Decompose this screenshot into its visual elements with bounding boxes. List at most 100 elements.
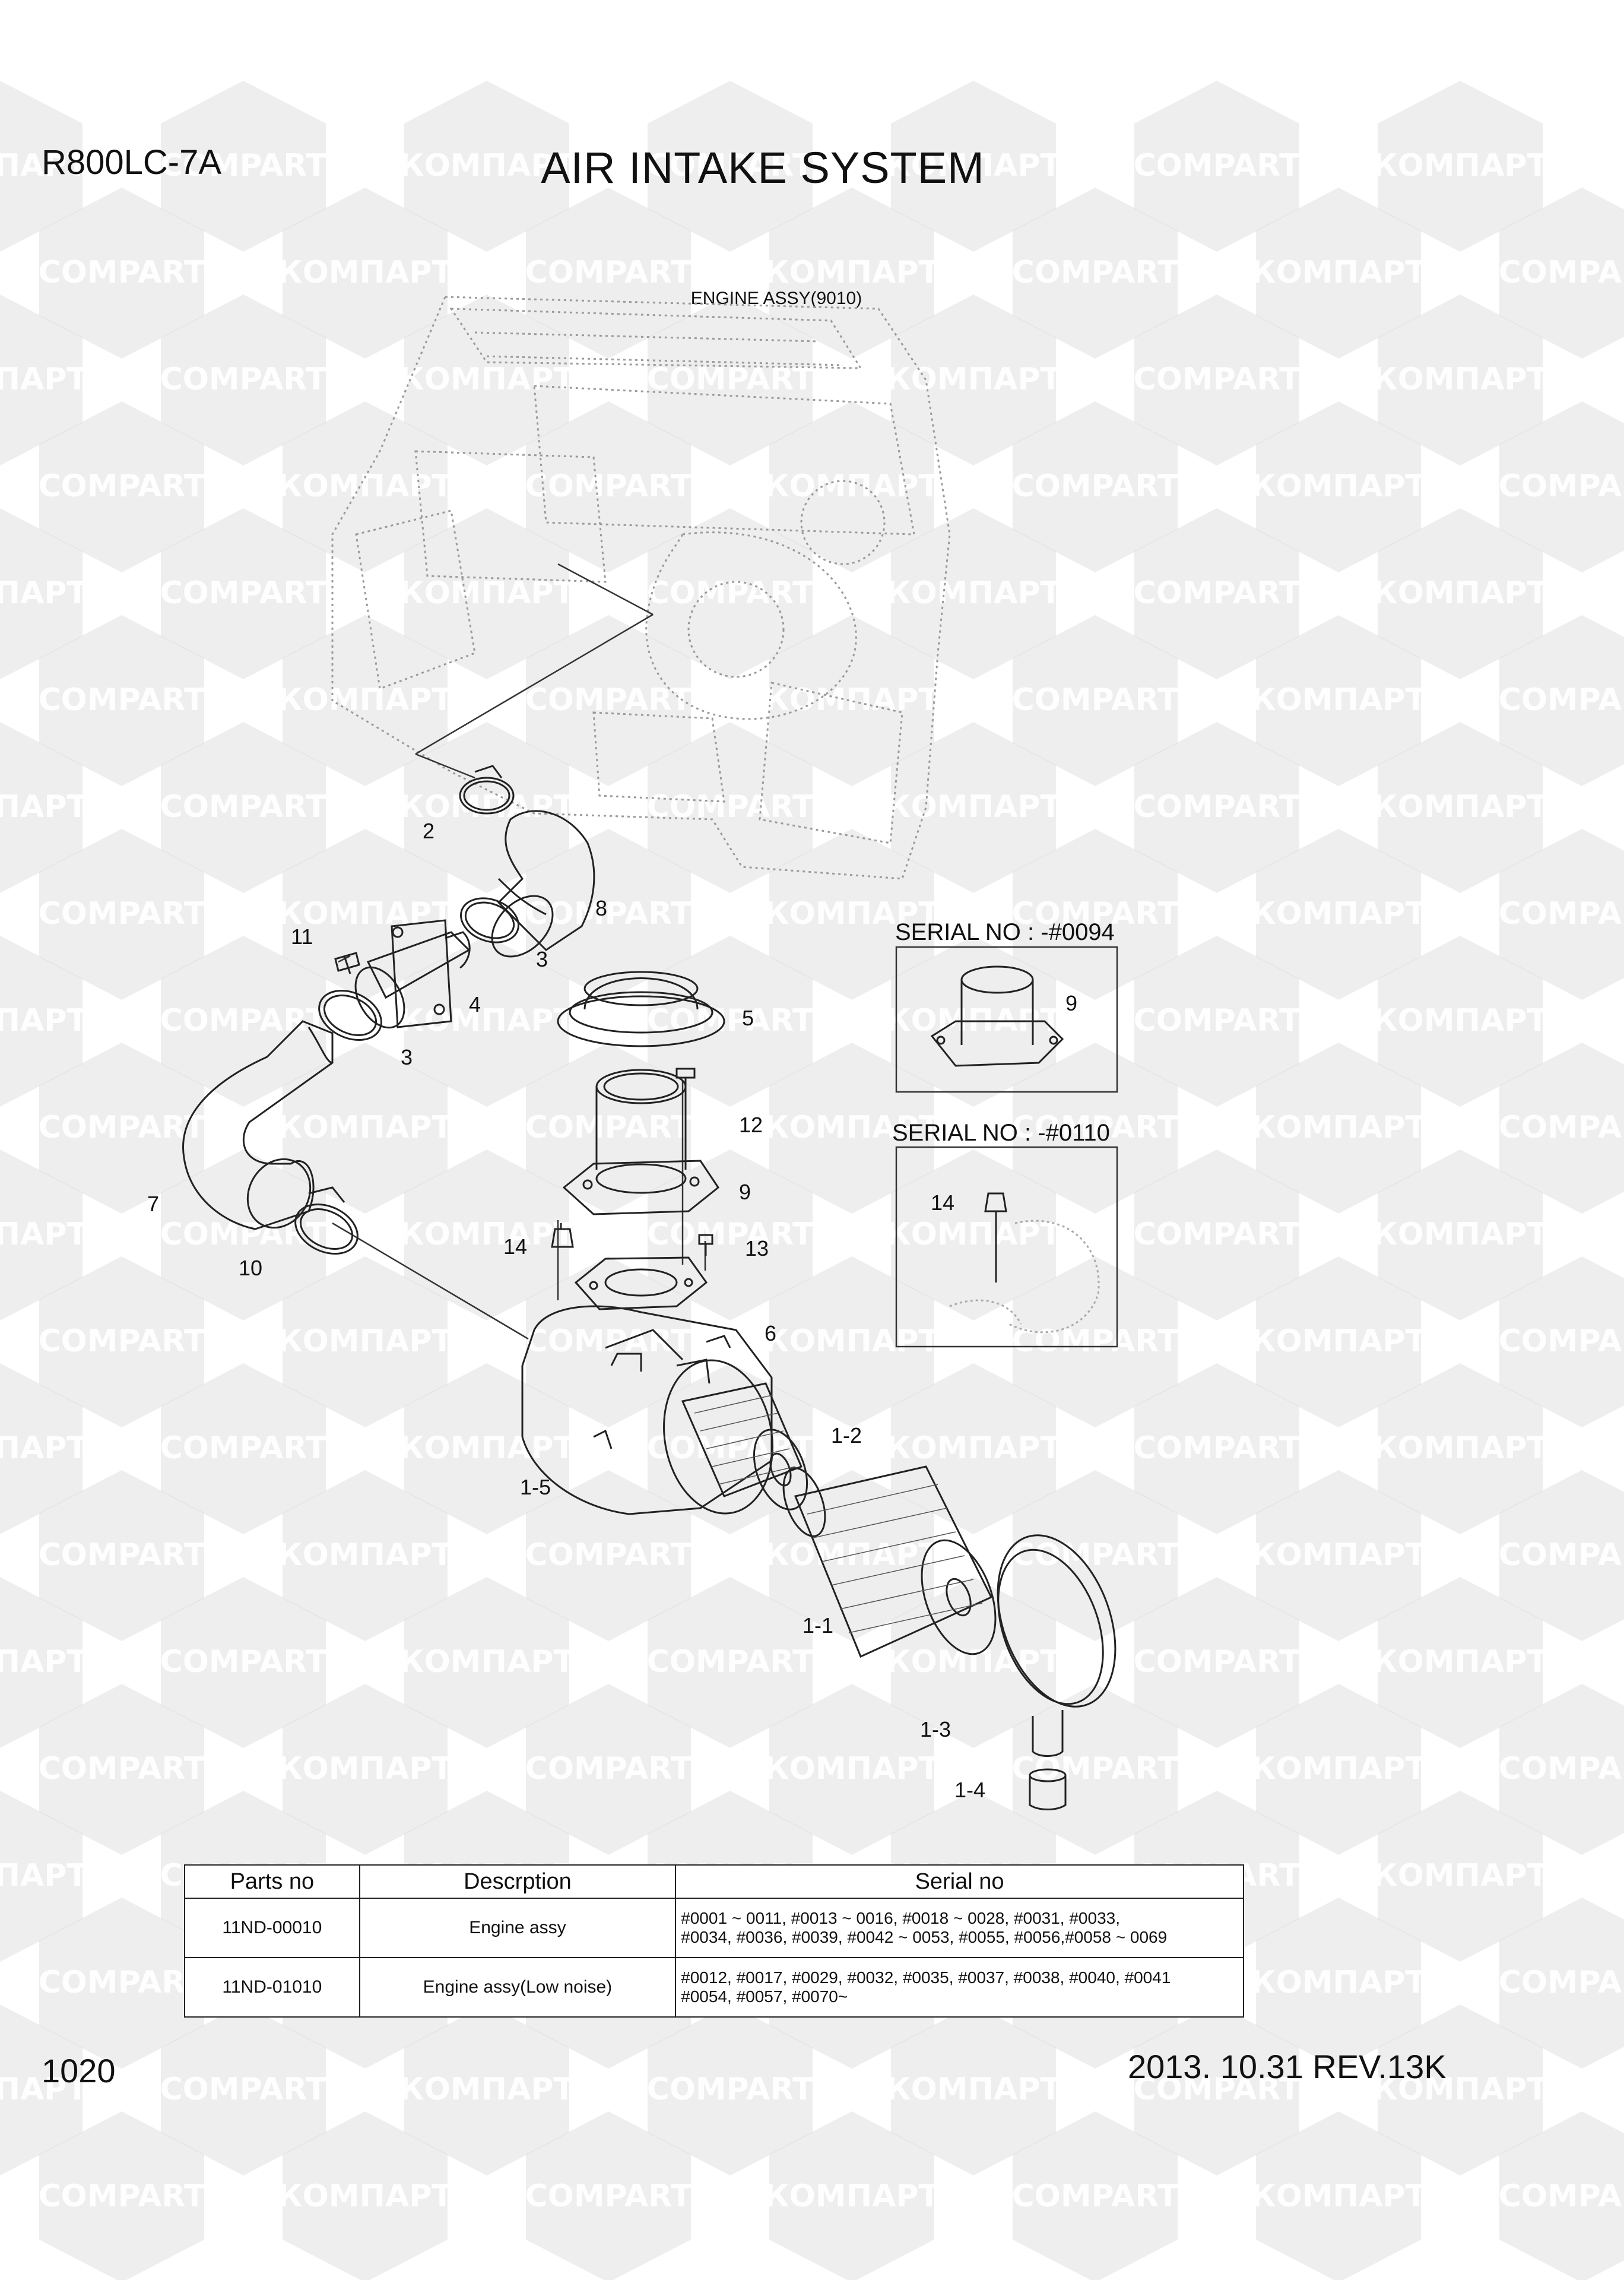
svg-text:COMPART: COMPART (1012, 2178, 1179, 2214)
callout-8: 8 (595, 896, 608, 920)
outer-element-1-1 (782, 1465, 997, 1658)
revision-date: 2013. 10.31 REV.13K (1128, 2048, 1447, 2085)
watermark-logo: КОМПАРТ (399, 1577, 575, 1748)
watermark-logo: COMPART (39, 1256, 205, 1427)
svg-text:COMPART: COMPART (160, 1430, 327, 1466)
watermark-logo: КОМПАРТ (1372, 1791, 1548, 1962)
watermark-logo: COMPART (1499, 829, 1624, 1000)
svg-text:COMPART: COMPART (39, 468, 205, 504)
engine-outline (331, 296, 951, 880)
inner-element-1-2 (681, 1382, 808, 1510)
svg-text:COMPART: COMPART (1012, 682, 1179, 718)
svg-text:КОМПАРТ: КОМПАРТ (1372, 2072, 1548, 2107)
watermark-logo: КОМПАРТ (1251, 829, 1426, 1000)
elbow-hose-7 (182, 1020, 334, 1230)
svg-text:КОМПАРТ: КОМПАРТ (1372, 362, 1548, 397)
watermark-logo: COMPART (525, 829, 692, 1000)
watermark-logo: КОМПАРТ (1372, 936, 1548, 1107)
svg-text:КОМПАРТ: КОМПАРТ (0, 789, 88, 825)
callout-11: 11 (291, 924, 313, 949)
watermark-logo: КОМПАРТ (0, 508, 88, 679)
watermark-logo: КОМПАРТ (1251, 615, 1426, 786)
watermark-logo: COMPART (1134, 722, 1301, 893)
watermark-logo: COMPART (1499, 401, 1624, 572)
svg-text:КОМПАРТ: КОМПАРТ (1372, 148, 1548, 183)
svg-text:COMPART: COMPART (1134, 1003, 1301, 1038)
watermark-logo: КОМПАРТ (277, 2111, 453, 2280)
svg-text:КОМПАРТ: КОМПАРТ (1372, 1217, 1548, 1252)
svg-text:КОМПАРТ: КОМПАРТ (1251, 468, 1426, 504)
serial-line: #0054, #0057, #0070~ (681, 1987, 848, 2006)
svg-text:КОМПАРТ: КОМПАРТ (399, 575, 575, 611)
svg-text:КОМПАРТ: КОМПАРТ (399, 789, 575, 825)
svg-text:COMPART: COMPART (1499, 1965, 1624, 2000)
svg-text:КОМПАРТ: КОМПАРТ (1372, 1644, 1548, 1680)
svg-text:COMPART: COMPART (1134, 148, 1301, 183)
leader-lines (332, 563, 706, 1340)
watermark-logo: КОМПАРТ (399, 508, 575, 679)
watermark-logo: КОМПАРТ (0, 1577, 88, 1748)
watermark-logo: КОМПАРТ (764, 1043, 940, 1214)
watermark-logo: COMPART (39, 1684, 205, 1855)
watermark-logo: COMPART (1012, 829, 1179, 1000)
svg-text:КОМПАРТ: КОМПАРТ (886, 148, 1061, 183)
serial-cell: #0012, #0017, #0029, #0032, #0035, #0037… (675, 1957, 1244, 2018)
watermark-logo: COMPART (1012, 1470, 1179, 1641)
svg-text:COMPART: COMPART (1012, 1110, 1179, 1145)
vacuator-valve-1-4 (1029, 1768, 1067, 1810)
watermark-logo: КОМПАРТ (1251, 401, 1426, 572)
watermark-logo: COMPART (1499, 1898, 1624, 2069)
svg-text:КОМПАРТ: КОМПАРТ (399, 1003, 575, 1038)
svg-text:КОМПАРТ: КОМПАРТ (0, 1430, 88, 1466)
watermark-logo: КОМПАРТ (1372, 2004, 1548, 2176)
svg-text:COMPART: COMPART (1499, 682, 1624, 718)
callout-10: 10 (239, 1256, 263, 1280)
hose-clamp (294, 1186, 359, 1255)
part-no-cell: 11ND-01010 (184, 1957, 360, 2018)
svg-text:COMPART: COMPART (1134, 1430, 1301, 1466)
watermark-logo: COMPART (1012, 615, 1179, 786)
svg-text:КОМПАРТ: КОМПАРТ (277, 1751, 453, 1787)
svg-text:КОМПАРТ: КОМПАРТ (886, 1430, 1061, 1466)
watermark-logo: КОМПАРТ (1372, 81, 1548, 252)
watermark-logo: КОМПАРТ (0, 1363, 88, 1534)
svg-text:COMPART: COMPART (39, 2178, 205, 2214)
watermark-logo: КОМПАРТ (886, 1150, 1061, 1320)
svg-text:КОМПАРТ: КОМПАРТ (764, 2178, 940, 2214)
watermark-logo: COMPART (160, 508, 327, 679)
watermark-logo: КОМПАРТ (886, 294, 1061, 466)
watermark-logo: КОМПАРТ (399, 936, 575, 1107)
svg-text:COMPART: COMPART (160, 148, 327, 183)
watermark-logo: КОМПАРТ (764, 401, 940, 572)
svg-text:COMPART: COMPART (39, 1965, 205, 2000)
svg-text:КОМПАРТ: КОМПАРТ (886, 575, 1061, 611)
watermark-logo: COMPART (1499, 1256, 1624, 1427)
watermark-logo: COMPART (647, 2004, 814, 2176)
watermark-logo: COMPART (647, 1150, 814, 1320)
callout-6: 6 (765, 1321, 777, 1345)
callout-1-1: 1-1 (803, 1613, 834, 1638)
svg-text:COMPART: COMPART (1012, 468, 1179, 504)
callout-14: 14 (503, 1234, 528, 1259)
svg-text:COMPART: COMPART (160, 575, 327, 611)
watermark-logo: COMPART (160, 2004, 327, 2176)
svg-text:COMPART: COMPART (647, 1217, 814, 1252)
watermark-logo: КОМПАРТ (1251, 1470, 1426, 1641)
svg-text:COMPART: COMPART (1012, 1537, 1179, 1573)
watermark-logo: COMPART (39, 1898, 205, 2069)
watermark-logo: КОМПАРТ (886, 1363, 1061, 1534)
description-cell: Engine assy(Low noise) (359, 1957, 677, 2018)
svg-text:КОМПАРТ: КОМПАРТ (277, 468, 453, 504)
svg-text:COMPART: COMPART (39, 255, 205, 290)
watermark-logo: COMPART (1012, 188, 1179, 359)
watermark-logo: КОМПАРТ (1251, 188, 1426, 359)
svg-text:COMPART: COMPART (160, 1003, 327, 1038)
callout-7: 7 (147, 1192, 160, 1216)
svg-text:COMPART: COMPART (160, 362, 327, 397)
watermark-logo: COMPART (647, 1577, 814, 1748)
callout-9: 9 (739, 1180, 751, 1204)
watermark-logo: КОМПАРТ (399, 81, 575, 252)
watermark-logo: КОМПАРТ (399, 294, 575, 466)
watermark-logo: COMPART (160, 722, 327, 893)
svg-text:КОМПАРТ: КОМПАРТ (399, 1430, 575, 1466)
